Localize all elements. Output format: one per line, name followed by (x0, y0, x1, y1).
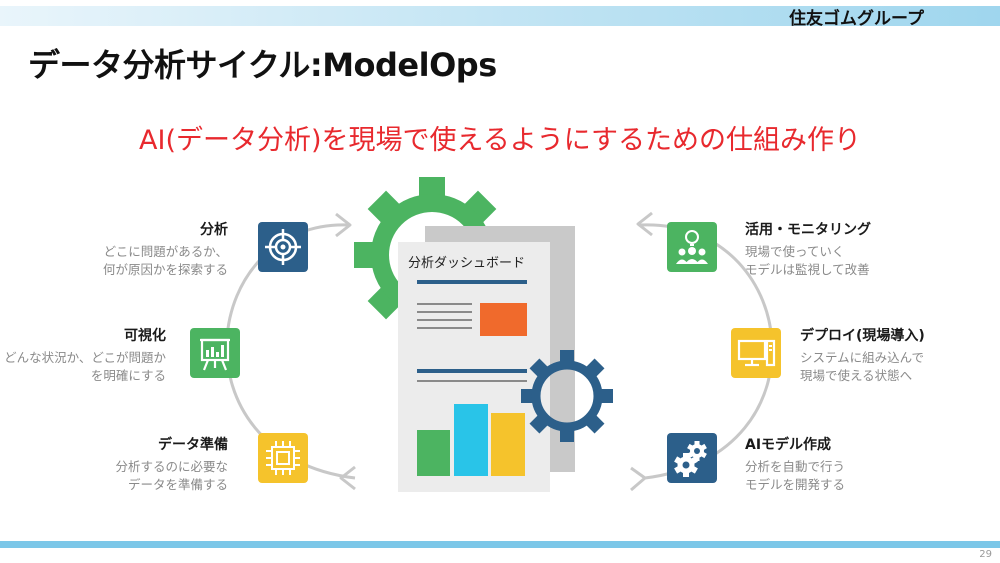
computer-icon (731, 328, 781, 378)
step-title: AIモデル作成 (745, 437, 832, 453)
step-desc: 現場で使っていく (745, 244, 845, 259)
bar-green (417, 430, 450, 476)
step-desc: データを準備する (127, 477, 228, 492)
chip-icon (258, 433, 308, 483)
page-number: 29 (979, 549, 992, 560)
step-title: 活用・モニタリング (745, 222, 871, 238)
cycle-arrowheads (335, 211, 653, 492)
gears-icon (667, 433, 717, 483)
step-desc: モデルは監視して改善 (745, 262, 870, 277)
bar-yellow (491, 413, 525, 476)
step-desc: システムに組み込んで (800, 350, 925, 365)
target-icon (258, 222, 308, 272)
step-title: データ準備 (158, 437, 228, 453)
brand-logo-text: 住友ゴムグループ (789, 9, 924, 29)
dashboard-title: 分析ダッシュボード (408, 256, 526, 271)
step-desc: を明確にする (90, 368, 166, 383)
step-desc: どんな状況か、どこが問題か (4, 350, 166, 365)
header-bar (0, 6, 1000, 26)
step-deploy: デプロイ(現場導入) システムに組み込んで 現場で使える状態へ (800, 327, 1000, 385)
step-analysis: 分析 どこに問題があるか、 何が原因かを探索する (0, 221, 228, 279)
step-data-prep: データ準備 分析するのに必要な データを準備する (0, 436, 228, 494)
step-monitoring: 活用・モニタリング 現場で使っていく モデルは監視して改善 (745, 221, 985, 279)
step-desc: 分析するのに必要な (115, 459, 228, 474)
step-desc: 現場で使える状態へ (800, 368, 913, 383)
dashboard-content (417, 280, 527, 382)
team-idea-icon (667, 222, 717, 272)
step-title: 可視化 (124, 328, 166, 344)
step-desc: モデルを開発する (745, 477, 846, 492)
slide-subtitle: AI(データ分析)を現場で使えるようにするための仕組み作り (139, 125, 861, 156)
footer-bar (0, 541, 1000, 548)
step-visualization: 可視化 どんな状況か、どこが問題か を明確にする (0, 327, 166, 385)
blue-gear-icon (521, 350, 613, 442)
presentation-board-icon (190, 328, 240, 378)
bar-cyan (454, 404, 488, 476)
step-desc: どこに問題があるか、 (103, 244, 228, 259)
step-title: 分析 (200, 222, 228, 238)
step-ai-model: AIモデル作成 分析を自動で行う モデルを開発する (745, 436, 985, 494)
step-desc: 分析を自動で行う (745, 459, 846, 474)
slide-title: データ分析サイクル:ModelOps (28, 46, 497, 84)
step-desc: 何が原因かを探索する (102, 262, 228, 277)
dashboard-bar-chart (417, 404, 525, 476)
step-title: デプロイ(現場導入) (800, 328, 925, 344)
